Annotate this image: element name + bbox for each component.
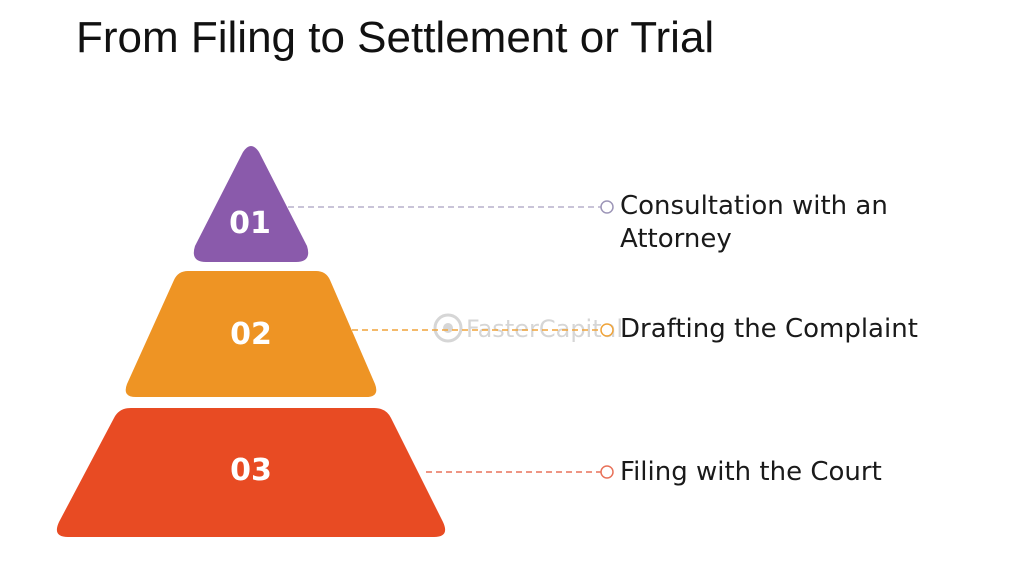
- page-title: From Filing to Settlement or Trial: [76, 13, 715, 62]
- step-label-1-line-1: Consultation with an: [620, 191, 888, 221]
- step-number-2: 02: [230, 317, 272, 352]
- step-label-2-line-1: Drafting the Complaint: [620, 314, 918, 344]
- step-label-3: Filing with the Court: [620, 456, 882, 489]
- watermark-logo: FasterCapital: [433, 313, 623, 343]
- step-number-3: 03: [230, 453, 272, 488]
- pyramid-level-3: [56, 408, 446, 537]
- step-number-1: 01: [229, 206, 271, 241]
- connector-dot-2: [600, 323, 614, 337]
- watermark-text: FasterCapital: [466, 315, 623, 343]
- step-label-2: Drafting the Complaint: [620, 313, 918, 346]
- step-label-3-line-1: Filing with the Court: [620, 457, 882, 487]
- pyramid-level-1: [193, 146, 309, 262]
- step-label-1-line-2: Attorney: [620, 224, 732, 254]
- pyramid-level-2: [125, 271, 377, 397]
- connector-dot-3: [600, 465, 614, 479]
- step-label-1: Consultation with an Attorney: [620, 190, 888, 256]
- connector-dot-1: [600, 200, 614, 214]
